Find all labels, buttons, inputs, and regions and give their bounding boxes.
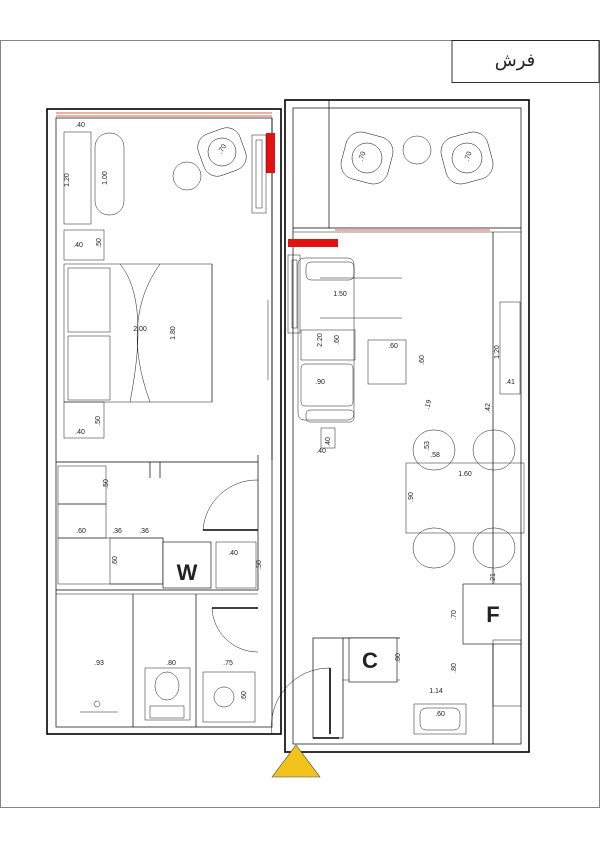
- dim-label: .40: [325, 437, 332, 447]
- dim-label: .58: [430, 452, 440, 459]
- dim-label: .50: [96, 238, 103, 248]
- dim-label: .40: [73, 242, 83, 249]
- dim-label: .50: [256, 560, 263, 570]
- dim-label: .41: [505, 379, 515, 386]
- title-box: فرش: [451, 40, 600, 83]
- dim-label: 1.50: [333, 291, 347, 298]
- dim-label: .80: [395, 653, 402, 663]
- dim-label: .40: [75, 429, 85, 436]
- dim-label: .36: [112, 528, 122, 535]
- doors: [202, 479, 331, 735]
- dim-label: .60: [241, 691, 248, 701]
- dim-label: .60: [419, 355, 426, 365]
- closets: [57, 465, 257, 589]
- dim-label: .70: [217, 143, 228, 155]
- washer-symbol: W: [177, 560, 198, 585]
- dim-label: .60: [388, 343, 398, 350]
- dim-label: .90: [315, 379, 325, 386]
- dim-label: .40: [228, 550, 238, 557]
- dim-label: .21: [490, 573, 497, 583]
- cooker-symbol: C: [362, 648, 378, 673]
- dim-label: .40: [316, 448, 326, 455]
- dim-label: .90: [408, 492, 415, 502]
- dim-label: .80: [166, 660, 176, 667]
- dim-label: .36: [139, 528, 149, 535]
- dim-label: 1.60: [458, 471, 472, 478]
- sheet-frame: [0, 40, 600, 808]
- living-furniture: [287, 254, 521, 449]
- dim-label: .60: [435, 711, 445, 718]
- dim-label: .50: [95, 416, 102, 426]
- radiator-marker: [288, 239, 338, 247]
- fridge-symbol: F: [486, 602, 499, 627]
- dim-label: .70: [464, 151, 474, 163]
- plan-title: فرش: [495, 50, 536, 71]
- dim-label: .70: [358, 151, 368, 163]
- dim-label: .93: [94, 660, 104, 667]
- dim-label: .40: [75, 122, 85, 129]
- walls: [46, 99, 530, 753]
- dim-label: 1.20: [64, 173, 71, 187]
- dim-label: .80: [451, 663, 458, 673]
- dim-label: 1.80: [170, 326, 177, 340]
- dim-label: .60: [112, 556, 119, 566]
- bathroom: [80, 667, 256, 723]
- dim-label: .60: [334, 335, 341, 345]
- dim-label: 1.20: [494, 345, 501, 359]
- dim-label: 2.00: [133, 326, 147, 333]
- kitchen: [348, 583, 522, 735]
- dim-label: 1.00: [102, 171, 109, 185]
- dim-label: .60: [76, 528, 86, 535]
- entrance-triangle-icon: [271, 744, 321, 778]
- dim-label: .53: [424, 441, 431, 451]
- radiator-marker: [266, 133, 275, 173]
- dim-label: .70: [451, 610, 458, 620]
- balcony-furniture: [340, 131, 494, 185]
- dim-label: 1.14: [429, 688, 443, 695]
- dim-label: .19: [424, 399, 433, 410]
- dim-label: 2.20: [317, 333, 324, 347]
- dim-label: .50: [103, 479, 110, 489]
- bedroom-furniture: [63, 127, 267, 439]
- dim-label: .75: [223, 660, 233, 667]
- dining-set: [405, 429, 525, 569]
- dim-label: .42: [485, 403, 492, 413]
